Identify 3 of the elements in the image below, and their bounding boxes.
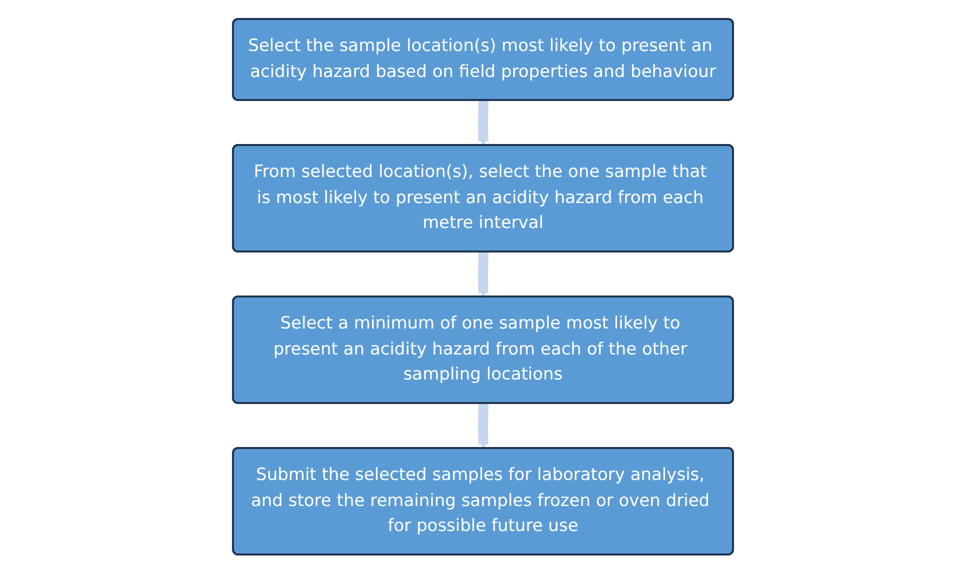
arrow [478,252,488,298]
arrow [478,100,488,146]
arrow [478,404,488,450]
